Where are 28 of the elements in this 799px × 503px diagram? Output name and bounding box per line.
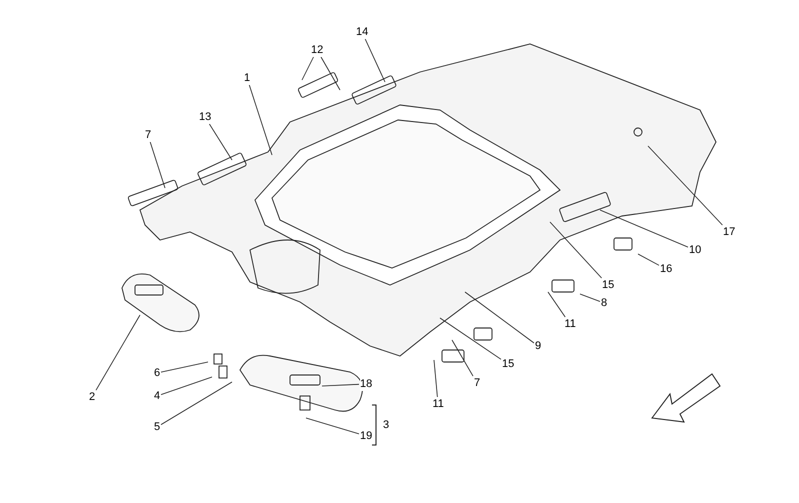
leader-line: [248, 84, 272, 156]
leader-line: [209, 124, 232, 160]
leader-line: [306, 418, 360, 434]
leader-line: [302, 56, 314, 80]
leader-line: [160, 376, 212, 395]
leader-line: [434, 360, 438, 398]
leader-line: [600, 210, 688, 248]
leader-line: [96, 314, 140, 391]
callout-number: 12: [311, 43, 324, 57]
leader-line: [160, 382, 232, 425]
leader-line: [464, 292, 534, 344]
callout-number: 14: [356, 25, 368, 39]
leader-line: [548, 292, 566, 318]
leader-line: [320, 56, 340, 90]
leader-line: [452, 340, 474, 376]
leader-line: [638, 254, 660, 266]
leader-line: [550, 222, 602, 278]
leader-line: [648, 146, 723, 226]
leader-line: [322, 384, 360, 386]
leader-line: [160, 362, 208, 372]
leader-line: [440, 318, 502, 360]
leader-line: [150, 142, 166, 188]
callout-number: 18: [360, 377, 372, 391]
leader-line: [580, 294, 600, 302]
callout-number: 13: [199, 110, 212, 124]
leader-line: [364, 38, 386, 82]
callout-number: 7: [145, 128, 152, 142]
callout-number: 1: [244, 71, 250, 85]
